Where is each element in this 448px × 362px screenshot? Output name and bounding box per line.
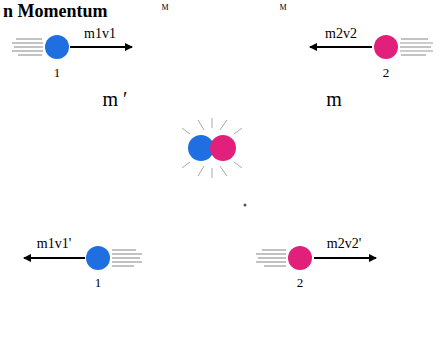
mass-mark: M bbox=[279, 4, 286, 12]
mass-label: m bbox=[326, 89, 342, 109]
ball-number: 2 bbox=[297, 276, 304, 289]
ball-number: 1 bbox=[95, 276, 102, 289]
momentum-arrow bbox=[70, 46, 132, 48]
momentum-arrow bbox=[24, 257, 85, 259]
ball bbox=[86, 246, 110, 270]
speed-lines bbox=[12, 39, 43, 55]
momentum-label: m1v1 bbox=[84, 27, 116, 41]
ball bbox=[288, 246, 312, 270]
momentum-arrow bbox=[314, 257, 376, 259]
speed-lines bbox=[256, 250, 286, 266]
impact-lines bbox=[182, 118, 242, 178]
momentum-label: m2v2 bbox=[325, 27, 357, 41]
ball bbox=[374, 35, 398, 59]
mass-label: m ′ bbox=[103, 89, 128, 109]
title: n Momentum bbox=[3, 2, 108, 20]
speed-lines bbox=[112, 250, 142, 266]
ball-number: 2 bbox=[383, 66, 390, 79]
dot bbox=[244, 204, 247, 207]
momentum-label: m2v2' bbox=[327, 237, 361, 251]
speed-lines bbox=[400, 39, 433, 55]
momentum-label: m1v1' bbox=[37, 237, 71, 251]
ball bbox=[45, 35, 69, 59]
momentum-arrow bbox=[310, 46, 372, 48]
ball-number: 1 bbox=[54, 66, 61, 79]
ball bbox=[210, 135, 236, 161]
mass-mark: M bbox=[161, 4, 168, 12]
